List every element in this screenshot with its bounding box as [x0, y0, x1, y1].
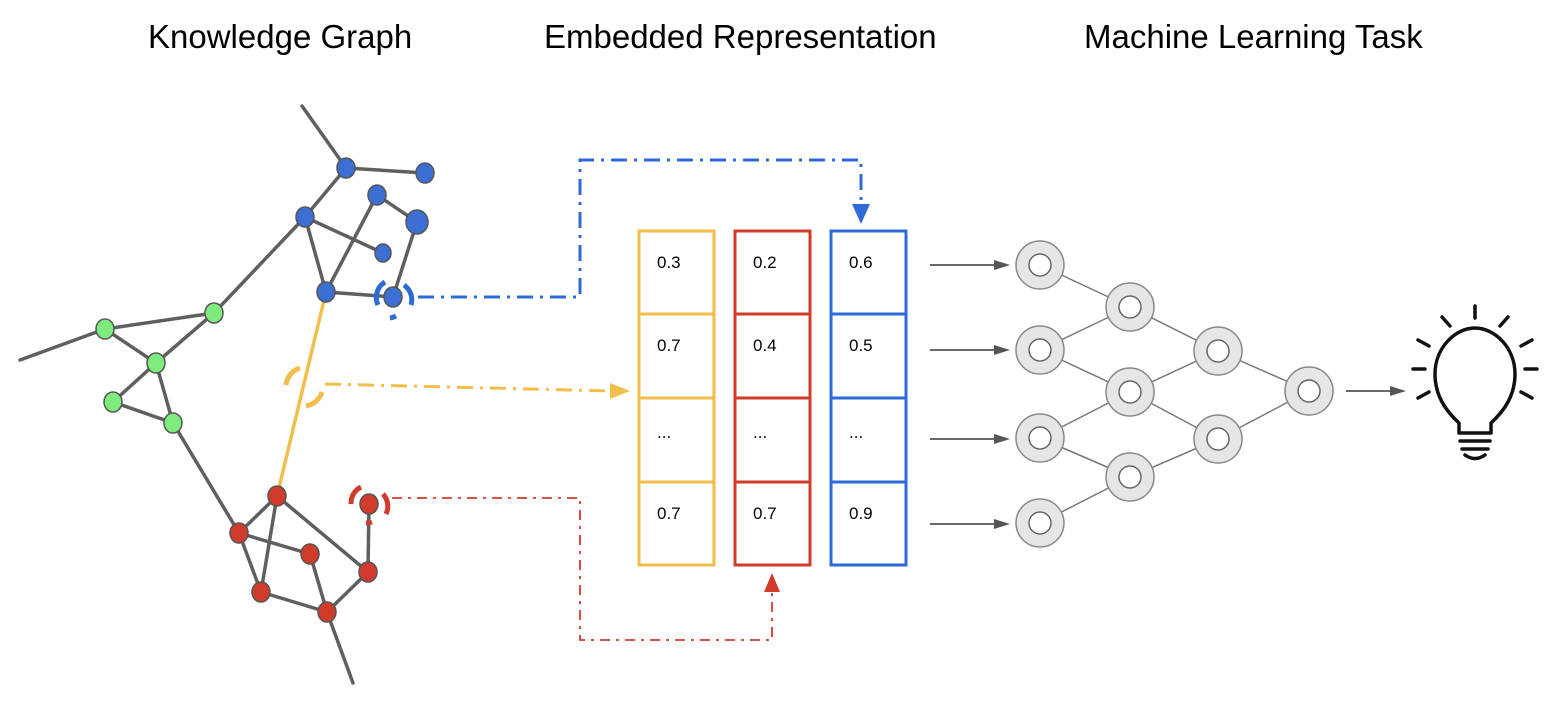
- neuron: [1105, 452, 1155, 502]
- vector-cell: ...: [849, 423, 863, 442]
- neuron: [1015, 325, 1065, 375]
- blue-connector-arrow: [418, 158, 870, 299]
- neuron: [1105, 282, 1155, 332]
- embedding-vector-yellow: 0.3 0.7 ... 0.7: [637, 229, 716, 567]
- machine-learning-task-title: Machine Learning Task: [1084, 18, 1423, 55]
- vector-cell: 0.9: [849, 504, 873, 523]
- edge-selection-marker: [283, 365, 325, 409]
- red-node-selection-marker: [348, 484, 391, 526]
- embedded-representation-title: Embedded Representation: [544, 18, 937, 55]
- network-connections: [1039, 264, 1310, 524]
- output-arrow: [1346, 386, 1406, 396]
- red-connector-arrow: [392, 497, 780, 641]
- graph-nodes-blue: [295, 157, 435, 308]
- neuron: [1193, 414, 1243, 464]
- neuron: [1193, 326, 1243, 376]
- neuron: [1015, 498, 1065, 548]
- vector-cell: 0.2: [753, 253, 777, 272]
- vector-cell: 0.3: [657, 253, 681, 272]
- embedding-vector-blue: 0.6 0.5 ... 0.9: [829, 229, 908, 567]
- vector-cell: ...: [657, 423, 671, 442]
- blue-node-selection-marker: [373, 279, 415, 321]
- neuron: [1015, 413, 1065, 463]
- vector-cell: 0.7: [753, 504, 777, 523]
- vector-cell: 0.7: [657, 504, 681, 523]
- vector-cell: 0.4: [753, 336, 777, 355]
- graph-nodes-green: [95, 302, 224, 434]
- neuron: [1015, 240, 1065, 290]
- lightbulb-icon: [1411, 304, 1539, 461]
- yellow-connector-arrow: [324, 382, 630, 399]
- vector-cell: 0.6: [849, 253, 873, 272]
- graph-nodes-red: [229, 485, 379, 623]
- knowledge-graph-title: Knowledge Graph: [148, 18, 413, 55]
- network-neurons: [1015, 240, 1334, 548]
- neuron: [1105, 367, 1155, 417]
- embedding-vector-red: 0.2 0.4 ... 0.7: [733, 229, 812, 567]
- vector-cell: 0.7: [657, 336, 681, 355]
- neuron: [1284, 366, 1334, 416]
- graph-edges: [18, 104, 427, 685]
- highlighted-edge: [275, 291, 328, 497]
- input-arrows: [930, 260, 1010, 529]
- vector-cell: ...: [753, 423, 767, 442]
- vector-cell: 0.5: [849, 336, 873, 355]
